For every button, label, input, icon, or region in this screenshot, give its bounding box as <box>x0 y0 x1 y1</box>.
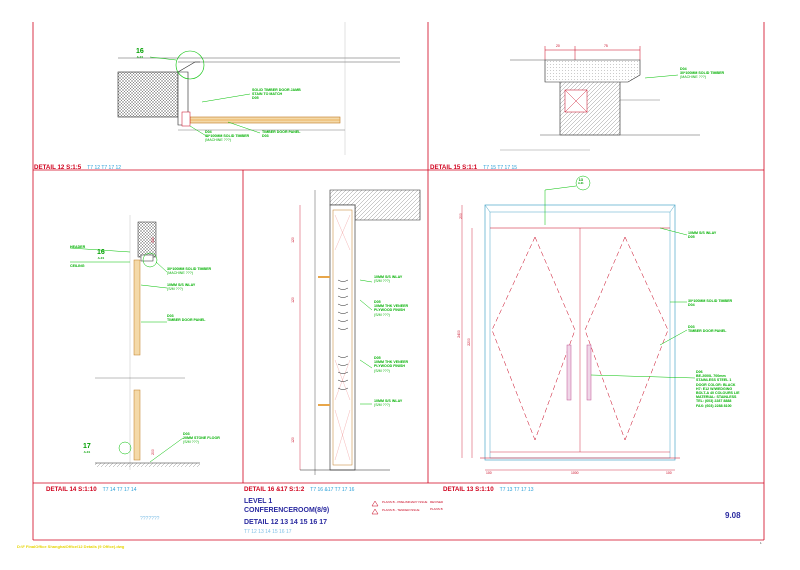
revision-1: PLANS B - PRELIMINARY ISSUE <box>382 500 428 504</box>
dim-d14-b: 200 <box>150 449 155 455</box>
dim-d16-c: 120 <box>290 437 295 443</box>
dim-d13-right: 100 <box>666 471 672 475</box>
dim-d13-left: 100 <box>486 471 492 475</box>
sheet-frame <box>32 22 765 541</box>
dim-d16-a: 120 <box>290 237 295 243</box>
dim-d13-top: 200 <box>458 213 463 219</box>
detail-12-drawing <box>117 22 400 155</box>
note-d14-solid: 30*100MM SOLID TIMBER(MACHINE ???) <box>167 267 212 276</box>
title-detail-list: DETAIL 12 13 14 15 16 17 <box>244 519 328 526</box>
note-d14-inlay: 10MM S/S INLAY(S/M ???) <box>167 283 196 292</box>
note-d16-inlay-2: 10MM S/S INLAY(S/M ???) <box>374 399 403 408</box>
title-level: LEVEL 1 <box>244 498 273 505</box>
dim-d15-a: 20 <box>556 44 560 48</box>
title-room: CONFERENCEROOM(8/9) <box>244 507 330 514</box>
note-d14-header: HEADER <box>70 245 86 249</box>
page-number: 1 <box>760 541 762 545</box>
note-d14-ceiling: CEILING <box>70 264 85 268</box>
dim-d13-height2: 2200 <box>466 338 471 346</box>
dim-d13-width: 1000 <box>571 471 579 475</box>
dim-d15-b: 75 <box>604 44 608 48</box>
revision-date-2: PLANS B <box>430 507 443 511</box>
sheet-number: 9.08 <box>725 511 741 520</box>
title-detail-sub: T7 12 13 14 15 16 17 <box>244 529 292 535</box>
note-d16-inlay-1: 10MM S/S INLAY(S/M ???) <box>374 275 403 284</box>
detail-13-drawing <box>461 175 696 471</box>
file-path-footer: D:\F FinalOffice ShanghaiOffice\12 Detai… <box>17 544 125 549</box>
title-left-code: ??????? <box>140 516 160 522</box>
note-d13-handle: D06 BE-2000L 700mm STAINLESS STEEL 1 DOO… <box>696 370 740 408</box>
revision-2: PLANS B - TENDER ISSUE <box>382 508 420 512</box>
revision-markers <box>371 500 379 515</box>
detail-14-drawing <box>69 215 200 470</box>
dim-d16-b: 120 <box>290 297 295 303</box>
detail-16-17-drawing <box>299 189 421 475</box>
revision-date-1: REVISED <box>430 500 444 504</box>
dim-d14-a: 330 <box>150 237 155 243</box>
dim-d13-height: 2400 <box>456 330 461 338</box>
detail-15-drawing <box>500 46 700 151</box>
